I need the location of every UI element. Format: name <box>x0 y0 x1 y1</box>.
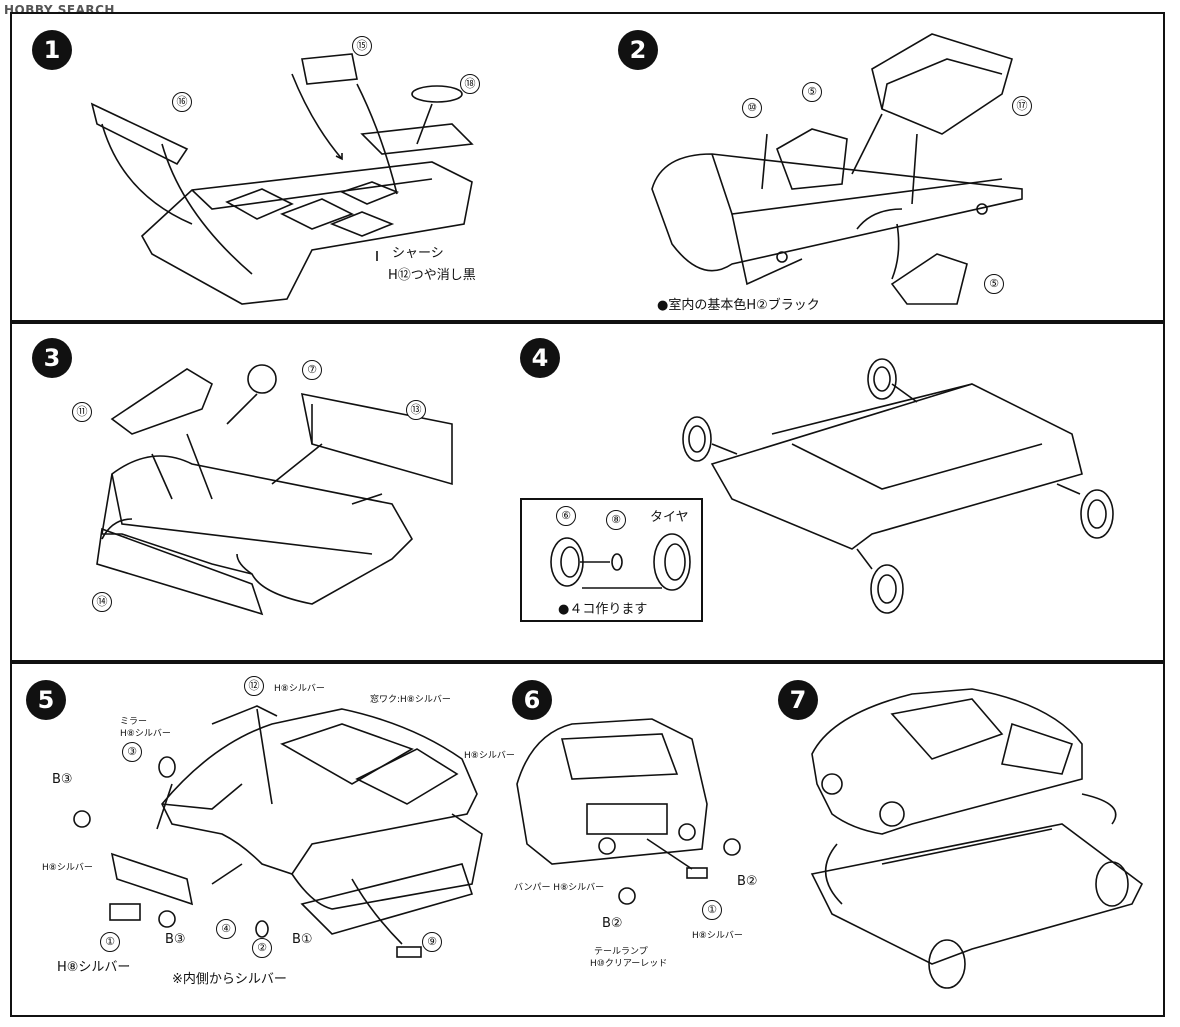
part-5a-label: ⑤ <box>802 82 822 102</box>
step-6-number: 6 <box>512 680 552 720</box>
step5-silver-label-4: H⑧シルバー <box>57 960 131 975</box>
b2-label-1: B② <box>737 874 758 889</box>
step-1-panel: 1 2 ⑮ ⑯ ⑱ シャーシ H⑫つや消し黒 <box>10 12 1165 322</box>
b1-label: B① <box>292 932 313 947</box>
make-four-label: ●４コ作ります <box>558 602 648 617</box>
part-2-label: ② <box>252 938 272 958</box>
part-6-label: ⑥ <box>556 506 576 526</box>
tire-label: タイヤ <box>650 510 689 525</box>
mirror-silver-label: H⑧シルバー <box>120 729 171 739</box>
part-8-label: ⑧ <box>606 510 626 530</box>
part-9-label: ⑨ <box>422 932 442 952</box>
step6-part-1-label: ① <box>702 900 722 920</box>
part-15-label: ⑮ <box>352 36 372 56</box>
step-4-wheels-drawing <box>682 358 1114 614</box>
step-5-body-drawing <box>73 705 483 958</box>
part-1-label: ① <box>100 932 120 952</box>
step-1-number: 1 <box>32 30 72 70</box>
b3-label-2: B③ <box>165 932 186 947</box>
step-3-interior-assembly-drawing <box>96 364 453 616</box>
step6-silver-label: H⑧シルバー <box>692 931 743 941</box>
step-5-panel: 5 6 7 ⑫ H⑧シルバー 窓ワク:H⑧シルバー ミラー H⑧シルバー ③ B… <box>10 662 1165 1017</box>
step-3-number: 3 <box>32 338 72 378</box>
step5-silver-label-3: H⑧シルバー <box>42 863 93 873</box>
step-7-final-assembly-drawing <box>810 688 1144 989</box>
b3-label-1: B③ <box>52 772 73 787</box>
part-16-label: ⑯ <box>172 92 192 112</box>
part-5b-label: ⑤ <box>984 274 1004 294</box>
part-18-label: ⑱ <box>460 74 480 94</box>
mirror-label: ミラー <box>120 717 148 727</box>
step-2-interior-drawing <box>651 33 1023 305</box>
tail-lamp-color-label: H⑩クリアーレッド <box>590 959 668 969</box>
step-6-rear-drawing <box>516 718 741 905</box>
chassis-color-label: H⑫つや消し黒 <box>388 268 476 283</box>
interior-color-label: ●室内の基本色H②ブラック <box>657 298 820 313</box>
step5-silver-label-2: H⑧シルバー <box>464 751 515 761</box>
part-3-label: ③ <box>122 742 142 762</box>
part-4-label: ④ <box>216 919 236 939</box>
part-12-label: ⑫ <box>244 676 264 696</box>
part-10-label: ⑩ <box>742 98 762 118</box>
chassis-label: シャーシ <box>392 246 444 261</box>
step-2-number: 2 <box>618 30 658 70</box>
window-frame-label: 窓ワク:H⑧シルバー <box>370 695 451 705</box>
part-13-label: ⑬ <box>406 400 426 420</box>
step-4-number: 4 <box>520 338 560 378</box>
step-7-number: 7 <box>778 680 818 720</box>
step-1-chassis-drawing <box>90 53 474 305</box>
part-7-label: ⑦ <box>302 360 322 380</box>
tail-lamp-label: テールランプ <box>594 947 648 957</box>
bumper-label: バンパー H⑧シルバー <box>514 883 605 893</box>
b2-label-2: B② <box>602 916 623 931</box>
step-5-number: 5 <box>26 680 66 720</box>
part-17-label: ⑰ <box>1012 96 1032 116</box>
inside-silver-note: ※内側からシルバー <box>172 972 287 987</box>
part-11-label: ⑪ <box>72 402 92 422</box>
wheel-assembly-inset: ⑥ ⑧ タイヤ ●４コ作ります <box>520 498 703 622</box>
part-14-label: ⑭ <box>92 592 112 612</box>
wheel-assembly-drawing <box>550 533 691 591</box>
step5-silver-label-1: H⑧シルバー <box>274 684 325 694</box>
step-3-panel: 3 4 ⑦ ⑪ ⑬ ⑭ <box>10 322 1165 662</box>
